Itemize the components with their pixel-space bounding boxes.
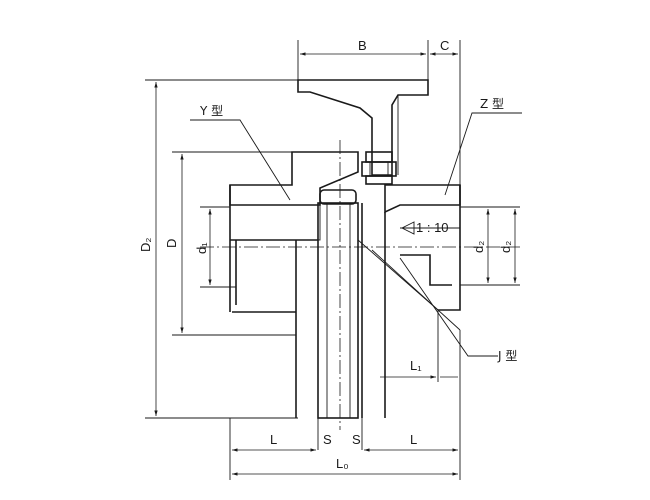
label-l1: L₁ (410, 358, 422, 373)
left-hub-section (229, 151, 359, 206)
label-s-left: S (323, 432, 332, 447)
left-hub-outline (229, 185, 321, 418)
dimension-lines (154, 52, 517, 476)
label-d1: d₁ (194, 242, 209, 254)
brake-wheel (297, 79, 429, 176)
label-l0: L₀ (336, 456, 349, 471)
taper-symbol (400, 221, 415, 235)
elastic-element (317, 189, 359, 419)
leader-lines (190, 112, 522, 357)
label-b: B (358, 38, 367, 53)
label-l-left: L (270, 432, 277, 447)
label-d: D (164, 239, 179, 248)
label-type-y: Y 型 (199, 104, 223, 118)
label-l-right: L (410, 432, 417, 447)
label-d2-right: d₂ (498, 241, 513, 253)
extension-lines (145, 40, 520, 480)
label-s-right: S (352, 432, 361, 447)
right-hub-outline (357, 185, 461, 418)
right-hub-section (384, 184, 461, 214)
bolt (361, 151, 397, 185)
label-d2-outer: D₂ (138, 238, 153, 252)
label-type-j: J 型 (497, 349, 517, 363)
label-d2-inner: d₂ (471, 241, 486, 253)
center-lines (200, 140, 520, 430)
label-type-z: Z 型 (480, 97, 504, 111)
label-taper: 1 : 10 (416, 220, 449, 235)
label-c: C (440, 38, 449, 53)
